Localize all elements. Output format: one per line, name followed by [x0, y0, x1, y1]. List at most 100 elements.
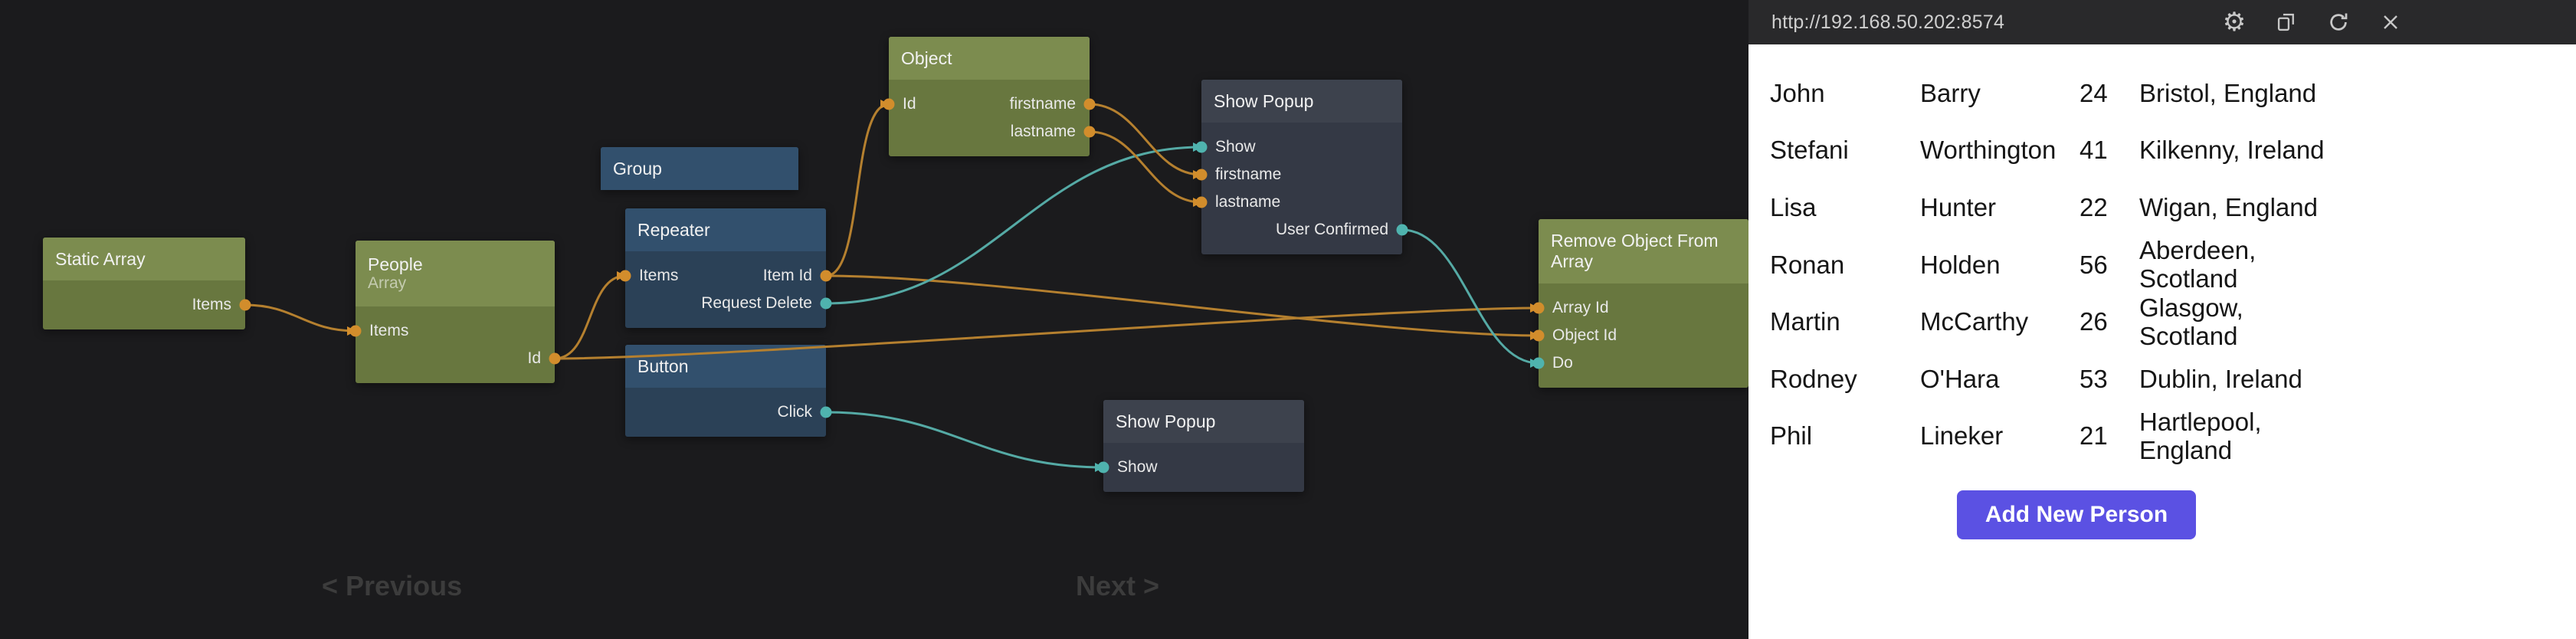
person-age: 22: [2079, 192, 2108, 221]
node-port-row: Array Id: [1539, 294, 1748, 322]
output-port-label[interactable]: lastname: [1010, 123, 1076, 140]
person-location: Bristol, England: [2139, 78, 2317, 107]
output-port-label[interactable]: Click: [777, 403, 813, 421]
input-port-label[interactable]: Show: [1215, 138, 1256, 156]
person-last-name: Worthington: [1920, 136, 2057, 165]
person-last-name: Holden: [1920, 250, 2001, 279]
output-port-label[interactable]: Id: [527, 349, 541, 367]
input-port-label[interactable]: Array Id: [1552, 299, 1609, 316]
person-first-name: Lisa: [1770, 192, 1817, 221]
input-port-label[interactable]: Items: [639, 267, 679, 284]
person-first-name: John: [1770, 78, 1825, 107]
node-header: Remove Object From Array: [1539, 219, 1748, 283]
node-title: Object: [901, 48, 952, 68]
node-body: Items Item Id Request Delete: [625, 251, 826, 328]
node-body: Click: [625, 388, 826, 437]
node-title: Static Array: [55, 249, 146, 269]
output-port-label[interactable]: Items: [192, 296, 231, 313]
person-last-name: O'Hara: [1920, 364, 2000, 393]
node-title: Button: [637, 356, 689, 376]
node-port-row: Show: [1201, 133, 1402, 161]
input-port-label[interactable]: Object Id: [1552, 326, 1617, 344]
node-port-row: Id: [356, 345, 555, 372]
node-body: Show: [1103, 443, 1304, 492]
node-port-row: Items: [356, 317, 555, 345]
node-port-row: Items: [43, 291, 245, 319]
person-last-name: McCarthy: [1920, 307, 2029, 336]
node-port-row: Show: [1103, 454, 1304, 481]
next-link[interactable]: Next >: [1076, 570, 1160, 601]
output-port-label[interactable]: User Confirmed: [1275, 221, 1388, 238]
node-port-row: Do: [1539, 349, 1748, 377]
output-port-label[interactable]: Request Delete: [701, 294, 812, 312]
person-last-name: Lineker: [1920, 421, 2004, 451]
node-port-row: firstname: [1201, 161, 1402, 188]
output-port-label[interactable]: firstname: [1009, 95, 1076, 113]
person-location: Kilkenny, Ireland: [2139, 136, 2325, 165]
person-last-name: Barry: [1920, 78, 1981, 107]
person-age: 21: [2079, 421, 2108, 451]
person-last-name: Hunter: [1920, 192, 1997, 221]
person-first-name: Ronan: [1770, 250, 1845, 279]
node-header: Static Array: [43, 238, 245, 280]
person-first-name: Rodney: [1770, 364, 1857, 393]
input-port-label[interactable]: Do: [1552, 354, 1573, 372]
node-title: Repeater: [637, 220, 710, 240]
input-port-label[interactable]: Id: [903, 95, 916, 113]
input-port-label[interactable]: lastname: [1215, 193, 1281, 211]
node-port-row: Items Item Id: [625, 262, 826, 290]
person-first-name: Phil: [1770, 421, 1813, 451]
add-new-person-button[interactable]: Add New Person: [1957, 490, 2196, 539]
node-port-row: lastname: [1201, 188, 1402, 216]
input-port-label[interactable]: Show: [1117, 458, 1158, 476]
node-port-row: Request Delete: [625, 290, 826, 317]
node-body: Items: [43, 280, 245, 329]
person-age: 56: [2079, 250, 2108, 279]
output-port-label[interactable]: Item Id: [762, 267, 812, 284]
person-location: Hartlepool, England: [2139, 407, 2262, 464]
preview-panel: http://192.168.50.202:8574 ⚙: [1748, 0, 2576, 639]
person-location: Glasgow, Scotland: [2139, 293, 2243, 350]
node-title: People: [368, 254, 423, 274]
settings-icon[interactable]: ⚙: [2222, 8, 2247, 37]
person-age: 24: [2079, 78, 2108, 107]
node-title: Group: [613, 159, 662, 179]
node-header: Show Popup: [1201, 80, 1402, 123]
preview-url[interactable]: http://192.168.50.202:8574: [1771, 11, 2005, 33]
copy-icon[interactable]: [2273, 9, 2299, 35]
input-port-label[interactable]: Items: [369, 322, 409, 339]
person-location: Wigan, England: [2139, 192, 2318, 221]
node-title: Show Popup: [1116, 411, 1216, 431]
close-icon[interactable]: [2378, 9, 2404, 35]
input-port-label[interactable]: firstname: [1215, 165, 1282, 183]
node-port-row: Id firstname: [889, 90, 1090, 118]
person-age: 41: [2079, 136, 2108, 165]
node-title: Remove Object From Array: [1551, 231, 1719, 271]
node-group[interactable]: Group: [601, 147, 798, 190]
preview-topbar: http://192.168.50.202:8574 ⚙: [1748, 0, 2576, 44]
previous-link[interactable]: < Previous: [322, 570, 463, 601]
person-first-name: Martin: [1770, 307, 1840, 336]
person-age: 26: [2079, 307, 2108, 336]
node-header: Button: [625, 345, 826, 388]
node-port-row: lastname: [889, 118, 1090, 146]
topbar-icons: ⚙: [2221, 0, 2404, 44]
refresh-icon[interactable]: [2325, 9, 2352, 35]
person-location: Aberdeen, Scotland: [2139, 236, 2256, 293]
person-first-name: Stefani: [1770, 136, 1849, 165]
